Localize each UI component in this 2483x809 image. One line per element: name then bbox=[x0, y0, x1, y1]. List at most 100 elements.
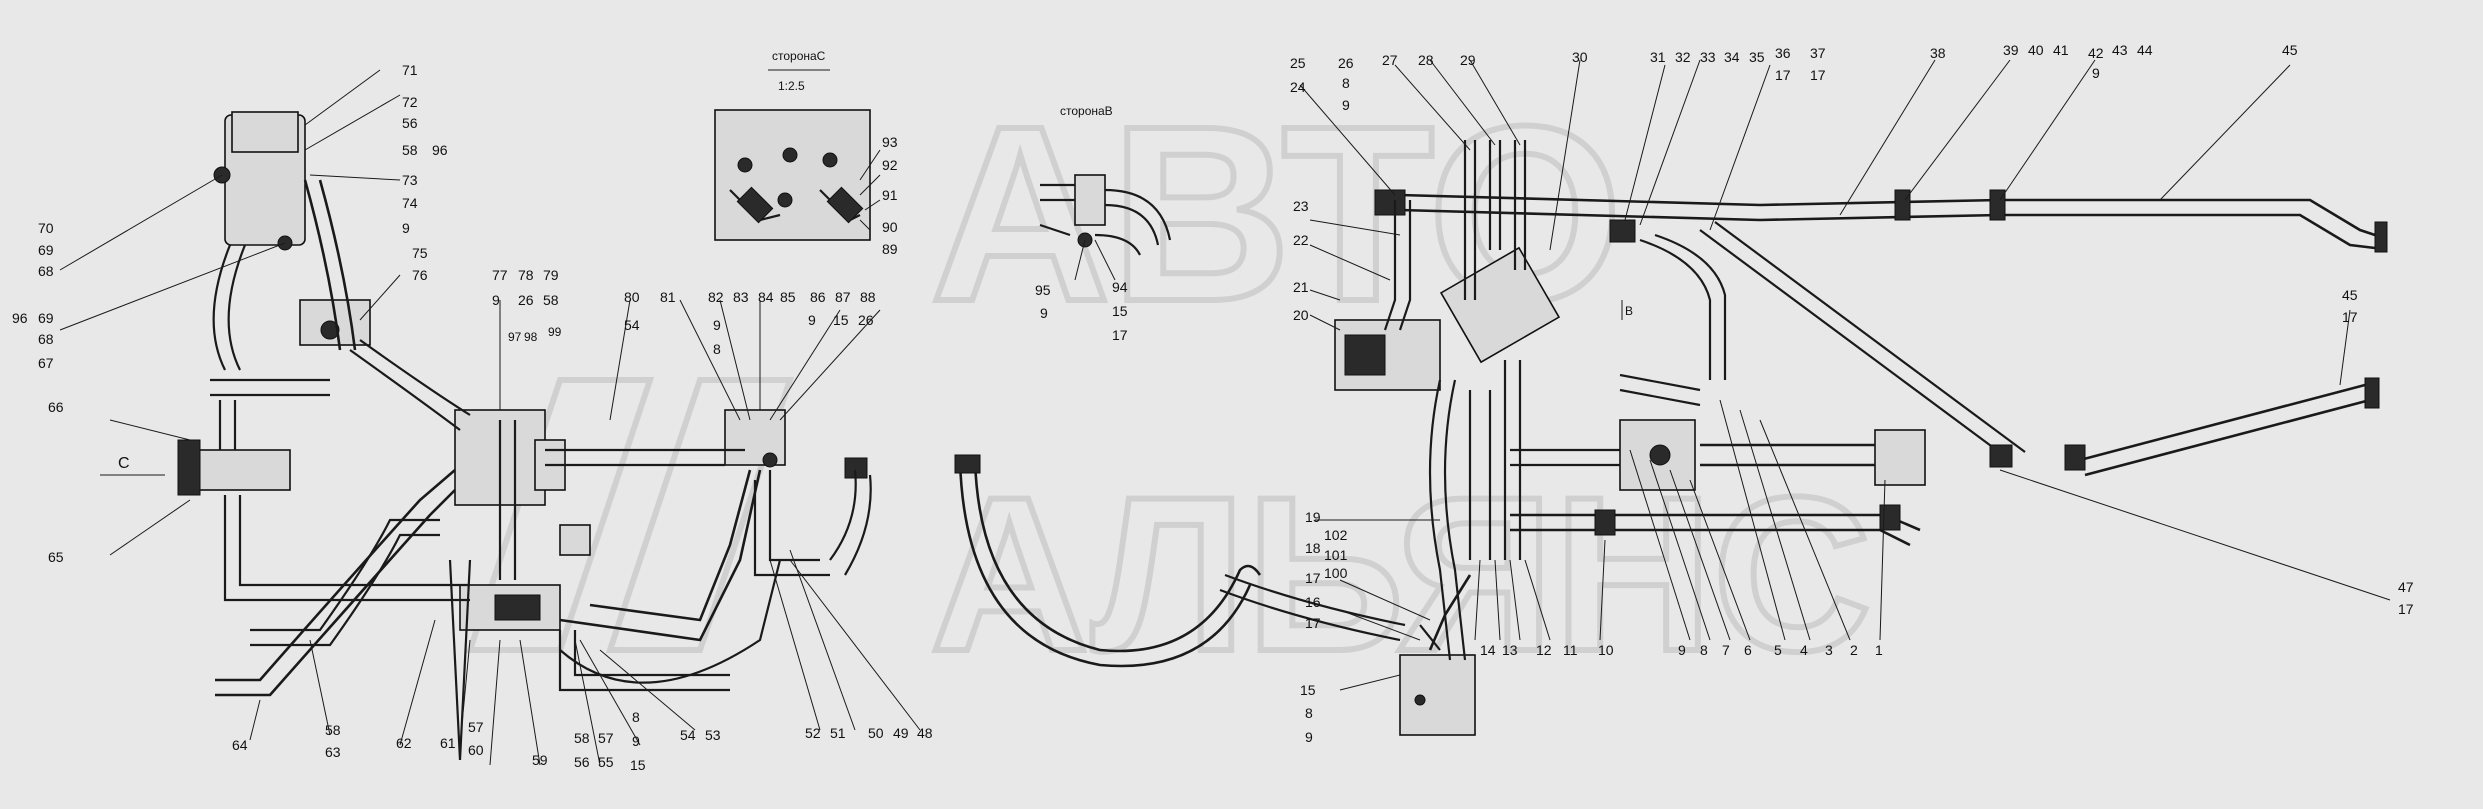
callout: 90 bbox=[882, 219, 898, 235]
leader-line bbox=[1339, 674, 1401, 691]
pipe bbox=[1224, 573, 1406, 627]
leader-line bbox=[489, 639, 501, 766]
leader-line bbox=[789, 549, 856, 731]
callout: 64 bbox=[232, 737, 248, 753]
callout: 51 bbox=[830, 725, 846, 741]
callout: 91 bbox=[882, 187, 898, 203]
callout: 17 bbox=[2342, 309, 2358, 325]
view-b-pipe bbox=[1094, 233, 1141, 256]
callout: 80 bbox=[624, 289, 640, 305]
view-b-pipe bbox=[1104, 188, 1172, 241]
callout: 49 bbox=[893, 725, 909, 741]
leader-line bbox=[1719, 399, 1786, 641]
callout: 92 bbox=[882, 157, 898, 173]
callout: 24 bbox=[1290, 79, 1306, 95]
pipe-fitting bbox=[1989, 189, 2006, 221]
pipe bbox=[973, 459, 1262, 653]
leader-line bbox=[1904, 59, 2011, 201]
callout: 8 bbox=[1342, 75, 1350, 91]
leader-line bbox=[1624, 64, 1666, 221]
callout: 36 bbox=[1775, 45, 1791, 61]
callout: 34 bbox=[1724, 49, 1740, 65]
callout: 38 bbox=[1930, 45, 1946, 61]
view-b-pipe bbox=[1039, 223, 1071, 237]
callout: 17 bbox=[1305, 570, 1321, 586]
leader-line bbox=[2339, 309, 2351, 386]
pipe bbox=[1654, 233, 1727, 380]
callout: 68 bbox=[38, 263, 54, 279]
callout: 3 bbox=[1825, 642, 1833, 658]
view-c-scale: 1:2.5 bbox=[778, 79, 805, 93]
leader-line bbox=[1339, 579, 1431, 621]
callout: 57 bbox=[598, 730, 614, 746]
callout: 69 bbox=[38, 310, 54, 326]
leader-line bbox=[1309, 219, 1401, 236]
view-b-title: сторонаВ bbox=[1060, 104, 1113, 118]
callout: 8 bbox=[1700, 642, 1708, 658]
leader-line bbox=[309, 174, 401, 181]
callout: 12 bbox=[1536, 642, 1552, 658]
pipe bbox=[303, 179, 342, 351]
callout: 85 bbox=[780, 289, 796, 305]
callout: 97 bbox=[508, 330, 522, 344]
callout: 17 bbox=[1775, 67, 1791, 83]
callout: 8 bbox=[632, 709, 640, 725]
callout: 30 bbox=[1572, 49, 1588, 65]
callout: 101 bbox=[1324, 547, 1348, 563]
callout: 17 bbox=[1810, 67, 1826, 83]
callout: 5 bbox=[1774, 642, 1782, 658]
leader-line bbox=[109, 499, 191, 556]
valve-core bbox=[494, 594, 541, 621]
pipe bbox=[958, 459, 1252, 668]
leader-line bbox=[609, 299, 631, 421]
callout: 66 bbox=[48, 399, 64, 415]
callout: 81 bbox=[660, 289, 676, 305]
leader-line bbox=[1494, 559, 1501, 641]
pipe bbox=[1443, 379, 1467, 661]
callout: 27 bbox=[1382, 52, 1398, 68]
callout: 67 bbox=[38, 355, 54, 371]
pipe bbox=[1428, 379, 1452, 661]
callout: 20 bbox=[1293, 307, 1309, 323]
callout: 35 bbox=[1749, 49, 1765, 65]
callout: 9 bbox=[402, 220, 410, 236]
pipe bbox=[1399, 208, 2376, 250]
callout: 96 bbox=[12, 310, 28, 326]
pipe bbox=[1714, 221, 2026, 453]
pipe bbox=[1219, 588, 1401, 642]
leader-line bbox=[769, 559, 821, 731]
callout: 84 bbox=[758, 289, 774, 305]
leader-line bbox=[859, 149, 881, 181]
callout: 18 bbox=[1305, 540, 1321, 556]
hose-coupling bbox=[954, 454, 981, 474]
leader-line bbox=[1649, 459, 1711, 641]
lower-valve-fitting bbox=[1414, 694, 1426, 706]
section-marker-c: С bbox=[118, 455, 130, 472]
callout: 22 bbox=[1293, 232, 1309, 248]
leader-line bbox=[1629, 449, 1691, 641]
callout: 25 bbox=[1290, 55, 1306, 71]
pipe bbox=[1383, 200, 1397, 331]
distribution-block bbox=[1439, 246, 1561, 364]
leader-line bbox=[864, 199, 881, 211]
callout: 48 bbox=[917, 725, 933, 741]
leader-line bbox=[1469, 59, 1521, 146]
distributor-end bbox=[177, 439, 201, 496]
callout: 63 bbox=[325, 744, 341, 760]
leader-line bbox=[1999, 469, 2391, 601]
pipe bbox=[844, 474, 872, 576]
callout: 100 bbox=[1324, 565, 1348, 581]
callout: 87 bbox=[835, 289, 851, 305]
callout: 15 bbox=[1300, 682, 1316, 698]
distributor bbox=[194, 449, 291, 491]
pipe bbox=[227, 244, 247, 371]
pipe bbox=[349, 349, 461, 431]
pipe bbox=[215, 469, 456, 682]
leader-line bbox=[1669, 469, 1731, 641]
pipe bbox=[359, 339, 471, 416]
right-valve bbox=[1874, 429, 1926, 486]
callout: 102 bbox=[1324, 527, 1348, 543]
pipe bbox=[829, 469, 857, 561]
leader-line bbox=[679, 299, 741, 421]
